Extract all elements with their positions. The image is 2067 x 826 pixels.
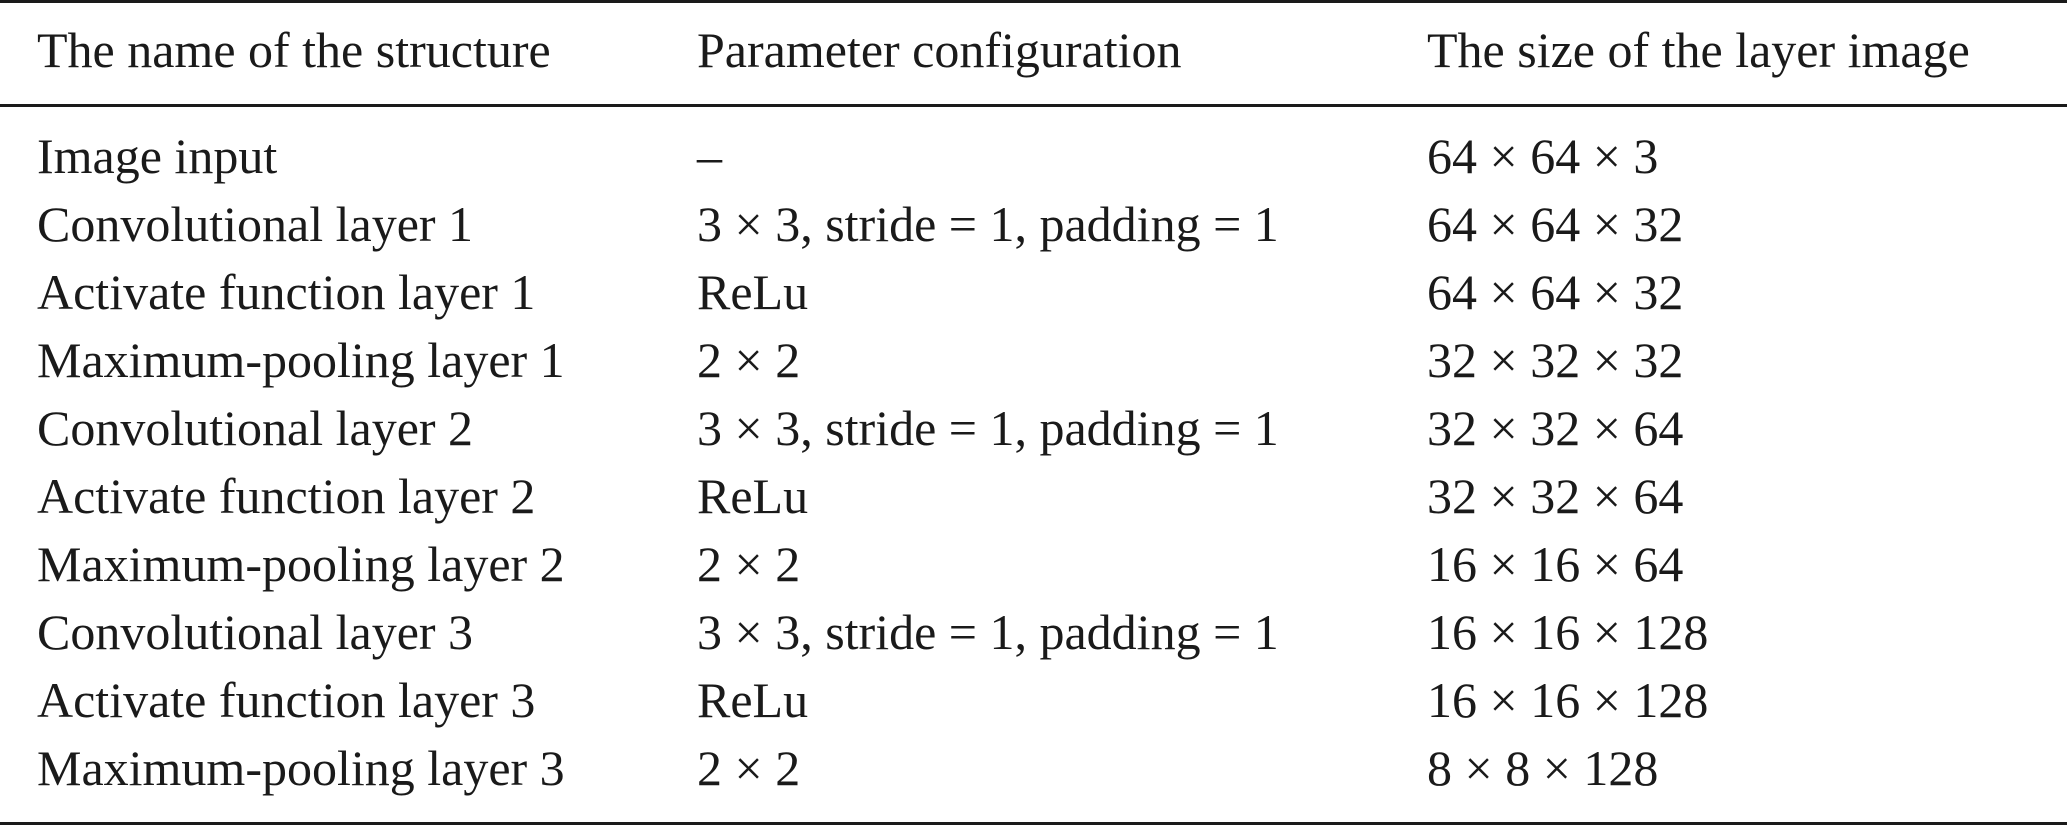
cell-layer-image-size: 16 × 16 × 64 [1427, 536, 1684, 592]
cell-parameter-configuration: 3 × 3, stride = 1, padding = 1 [697, 400, 1279, 456]
cell-layer-image-size: 16 × 16 × 128 [1427, 672, 1709, 728]
header-parameter-configuration: Parameter configuration [697, 22, 1182, 78]
table-row: Convolutional layer 1 3 × 3, stride = 1,… [0, 190, 2067, 258]
table-row: Maximum-pooling layer 2 2 × 2 16 × 16 × … [0, 530, 2067, 598]
cell-parameter-configuration: 2 × 2 [697, 536, 801, 592]
cell-parameter-configuration: 2 × 2 [697, 740, 801, 796]
cell-layer-image-size: 64 × 64 × 3 [1427, 128, 1659, 184]
table-row: Image input – 64 × 64 × 3 [0, 122, 2067, 190]
table-row: Convolutional layer 2 3 × 3, stride = 1,… [0, 394, 2067, 462]
table-bottom-rule [0, 822, 2067, 825]
cell-parameter-configuration: ReLu [697, 264, 809, 320]
table-header-row: The name of the structure Parameter conf… [0, 16, 2067, 84]
cell-structure-name: Maximum-pooling layer 3 [37, 740, 565, 796]
cell-parameter-configuration: 2 × 2 [697, 332, 801, 388]
cell-layer-image-size: 16 × 16 × 128 [1427, 604, 1709, 660]
cell-parameter-configuration: ReLu [697, 672, 809, 728]
header-layer-image-size: The size of the layer image [1427, 22, 1970, 78]
cell-layer-image-size: 64 × 64 × 32 [1427, 264, 1684, 320]
cell-structure-name: Maximum-pooling layer 2 [37, 536, 565, 592]
table-row: Activate function layer 3 ReLu 16 × 16 ×… [0, 666, 2067, 734]
cell-structure-name: Maximum-pooling layer 1 [37, 332, 565, 388]
cell-parameter-configuration: 3 × 3, stride = 1, padding = 1 [697, 196, 1279, 252]
cell-structure-name: Activate function layer 1 [37, 264, 536, 320]
cell-layer-image-size: 32 × 32 × 64 [1427, 468, 1684, 524]
cell-structure-name: Convolutional layer 3 [37, 604, 474, 660]
table-header-rule [0, 104, 2067, 107]
cell-structure-name: Image input [37, 128, 278, 184]
cell-structure-name: Convolutional layer 1 [37, 196, 474, 252]
cell-layer-image-size: 8 × 8 × 128 [1427, 740, 1659, 796]
table-top-rule [0, 0, 2067, 3]
table-row: Activate function layer 2 ReLu 32 × 32 ×… [0, 462, 2067, 530]
cell-layer-image-size: 64 × 64 × 32 [1427, 196, 1684, 252]
cell-structure-name: Convolutional layer 2 [37, 400, 474, 456]
table-row: Activate function layer 1 ReLu 64 × 64 ×… [0, 258, 2067, 326]
cell-layer-image-size: 32 × 32 × 32 [1427, 332, 1684, 388]
cell-parameter-configuration: – [697, 128, 722, 184]
table-row: Maximum-pooling layer 3 2 × 2 8 × 8 × 12… [0, 734, 2067, 802]
cell-structure-name: Activate function layer 2 [37, 468, 536, 524]
cell-parameter-configuration: ReLu [697, 468, 809, 524]
cell-parameter-configuration: 3 × 3, stride = 1, padding = 1 [697, 604, 1279, 660]
cell-structure-name: Activate function layer 3 [37, 672, 536, 728]
header-structure-name: The name of the structure [37, 22, 551, 78]
cell-layer-image-size: 32 × 32 × 64 [1427, 400, 1684, 456]
table-row: Maximum-pooling layer 1 2 × 2 32 × 32 × … [0, 326, 2067, 394]
table-row: Convolutional layer 3 3 × 3, stride = 1,… [0, 598, 2067, 666]
